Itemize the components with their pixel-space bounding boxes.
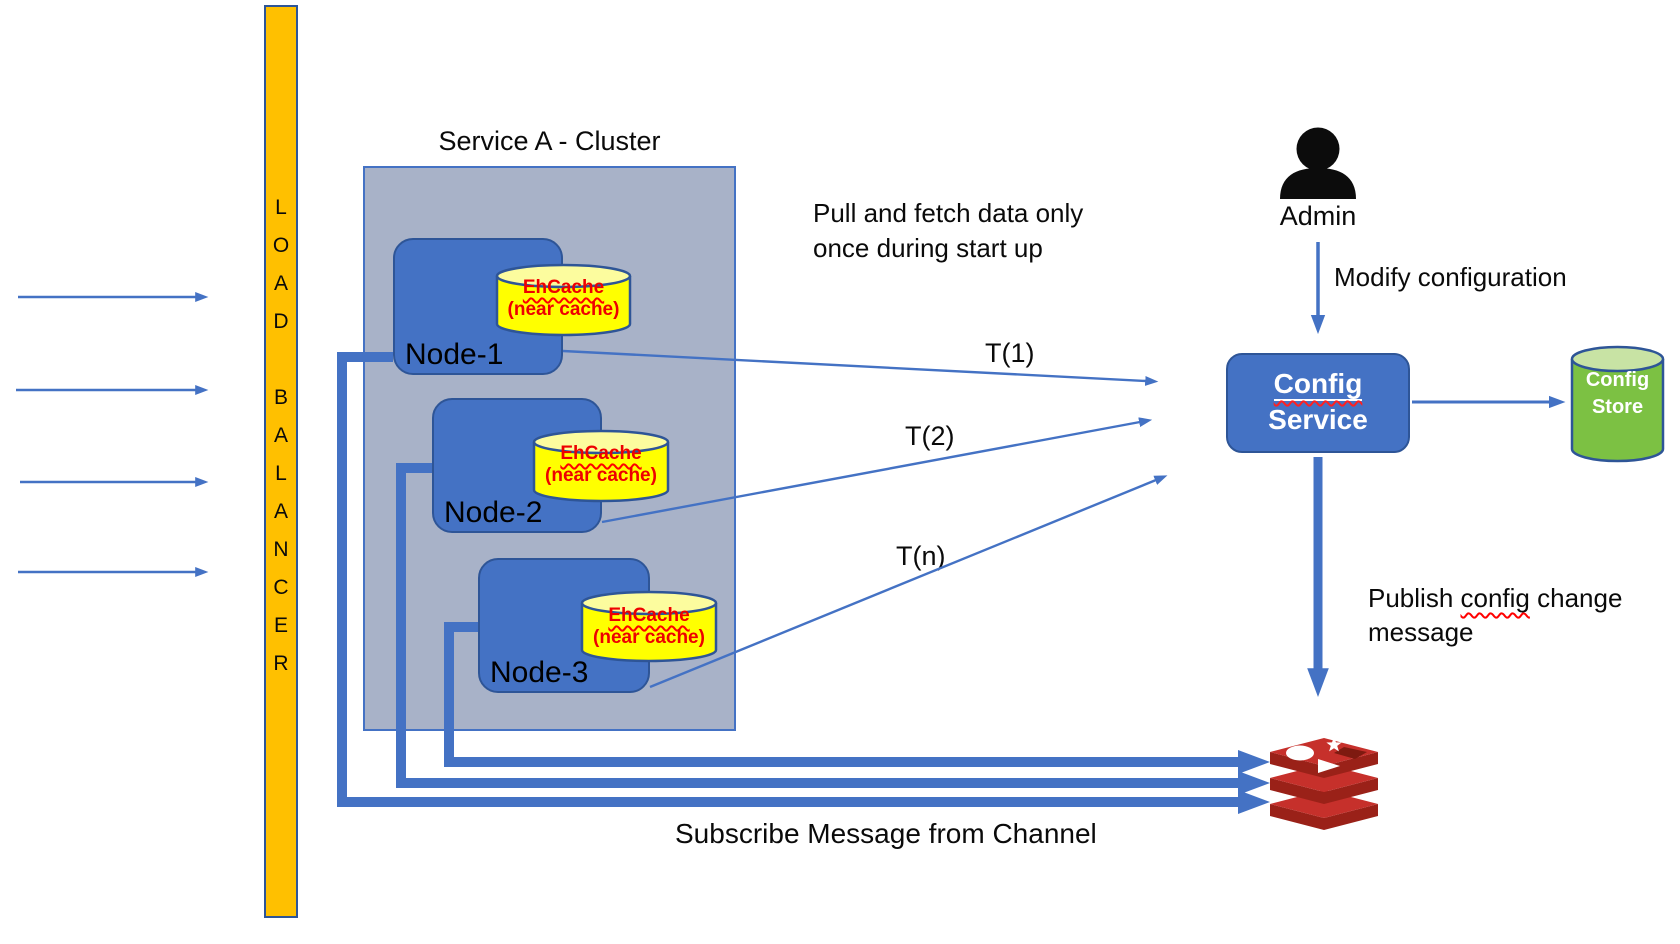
cluster-title: Service A - Cluster bbox=[438, 126, 661, 156]
node-2-label: Node-2 bbox=[444, 496, 543, 529]
t2-label: T(2) bbox=[905, 421, 955, 451]
t1-label: T(1) bbox=[985, 338, 1035, 368]
publish-config-change-label: Publish config change message bbox=[1368, 581, 1622, 649]
tn-label: T(n) bbox=[896, 541, 946, 571]
config-store-line2: Store bbox=[1591, 396, 1644, 418]
config-store-cylinder-icon: Config Store bbox=[1570, 345, 1665, 463]
config-store-text: Config Store bbox=[1570, 367, 1665, 421]
subscribe-message-label: Subscribe Message from Channel bbox=[675, 818, 1097, 849]
admin-person-icon bbox=[1279, 126, 1357, 200]
admin-label: Admin bbox=[1279, 201, 1357, 231]
pull-fetch-annotation: Pull and fetch data only once during sta… bbox=[813, 198, 1084, 263]
node-3-label: Node-3 bbox=[490, 656, 589, 689]
load-balancer-label: L O A D B A L A N C E R bbox=[272, 196, 290, 675]
config-service-line1: Config bbox=[1273, 368, 1363, 399]
node-1-label: Node-1 bbox=[405, 338, 504, 371]
load-balancer-bar: L O A D B A L A N C E R bbox=[264, 5, 298, 918]
publish-text-config: config bbox=[1460, 583, 1530, 613]
config-service-line2: Service bbox=[1268, 404, 1368, 435]
publish-text-pre: Publish bbox=[1368, 583, 1461, 613]
node-2-box: Node-2 bbox=[432, 398, 602, 533]
node-1-box: Node-1 bbox=[393, 238, 563, 375]
config-service-box: Config Service bbox=[1226, 353, 1410, 453]
publish-text-post: change bbox=[1529, 583, 1623, 613]
redis-icon bbox=[1270, 737, 1378, 830]
config-store-line1: Config bbox=[1585, 369, 1650, 391]
publish-text-line2: message bbox=[1368, 617, 1474, 647]
modify-configuration-label: Modify configuration bbox=[1334, 262, 1567, 292]
node-3-box: Node-3 bbox=[478, 558, 650, 693]
